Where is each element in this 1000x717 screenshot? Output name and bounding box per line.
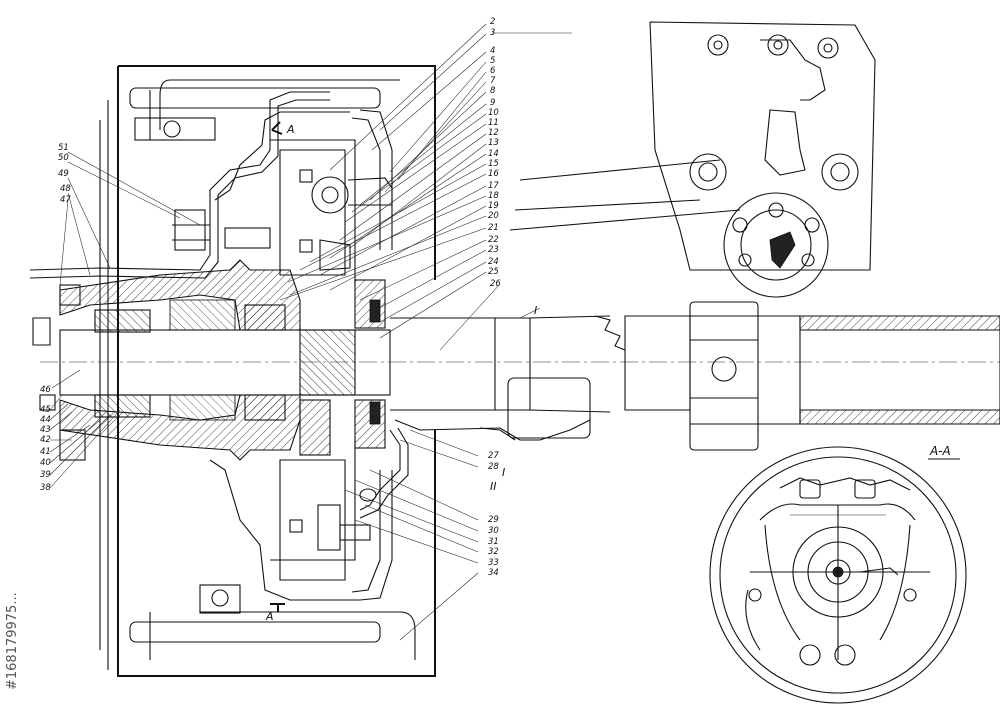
callout-16: 16 [488, 169, 499, 179]
callout-47: 47 [60, 195, 71, 205]
callout-3: 3 [490, 28, 495, 38]
callout-39: 39 [40, 470, 51, 480]
callout-24: 24 [488, 257, 499, 267]
section-title: A-A [929, 444, 951, 458]
section-mark-bottom: A [265, 610, 274, 623]
callout-12: 12 [488, 128, 499, 138]
callout-42: 42 [40, 435, 51, 445]
section-mark-top: A [286, 123, 295, 136]
callout-18: 18 [488, 191, 499, 201]
callout-5: 5 [490, 56, 495, 66]
callout-40: 40 [40, 458, 51, 468]
hub-section [59, 259, 301, 461]
callout-38: 38 [40, 483, 51, 493]
callout-23: 23 [488, 245, 499, 255]
roman-label-lower: I [502, 466, 505, 479]
callout-28: 28 [488, 462, 499, 472]
callout-22: 22 [488, 235, 499, 245]
callout-13: 13 [488, 138, 499, 148]
callout-26: 26 [490, 279, 501, 289]
axle-shaft [40, 315, 1000, 413]
callout-15: 15 [488, 159, 499, 169]
callout-21: 21 [488, 223, 499, 233]
flange-disc [299, 279, 591, 449]
right-callouts: 2 3 4 5 6 7 8 9 10 11 12 13 14 15 16 17 … [279, 17, 572, 351]
callout-14: 14 [488, 149, 499, 159]
watermark-id: #168179975... [5, 592, 20, 690]
callout-11: 11 [488, 118, 499, 128]
callout-10: 10 [488, 108, 499, 118]
callout-46: 46 [40, 385, 51, 395]
callout-32: 32 [488, 547, 499, 557]
wheel-outline [99, 65, 436, 677]
callout-25: 25 [488, 267, 499, 277]
roman-label-mid: II [490, 480, 497, 493]
axle-beam [594, 301, 1000, 451]
callout-8: 8 [490, 86, 496, 96]
bottom-callouts: 27 28 29 30 31 32 33 34 [344, 429, 499, 641]
callout-29: 29 [488, 515, 499, 525]
callout-7: 7 [490, 76, 496, 86]
callout-17: 17 [488, 181, 499, 191]
roman-label-upper: I [534, 304, 537, 317]
callout-51: 51 [58, 143, 69, 153]
callout-27: 27 [488, 451, 499, 461]
wheel-cylinder [289, 169, 393, 551]
callout-19: 19 [488, 201, 499, 211]
callout-9: 9 [490, 98, 495, 108]
callout-2: 2 [490, 17, 495, 27]
knuckle-detail [509, 21, 876, 298]
section-marks: I II I A A A-A [265, 121, 960, 623]
callout-31: 31 [488, 537, 499, 547]
callout-41: 41 [40, 447, 51, 457]
fittings [32, 117, 271, 614]
callout-20: 20 [488, 211, 499, 221]
callout-43: 43 [40, 425, 51, 435]
callout-48: 48 [60, 184, 71, 194]
callout-30: 30 [488, 526, 499, 536]
callout-6: 6 [490, 66, 496, 76]
callout-44: 44 [40, 415, 51, 425]
callout-4: 4 [490, 46, 495, 56]
callout-49: 49 [58, 169, 69, 179]
callout-50: 50 [58, 153, 69, 163]
brake-assembly-view [709, 446, 967, 704]
left-callouts: 51 50 49 48 47 46 45 44 43 42 41 40 39 3… [40, 143, 201, 493]
callout-33: 33 [488, 558, 499, 568]
callout-34: 34 [488, 568, 499, 578]
callout-45: 45 [40, 405, 51, 415]
